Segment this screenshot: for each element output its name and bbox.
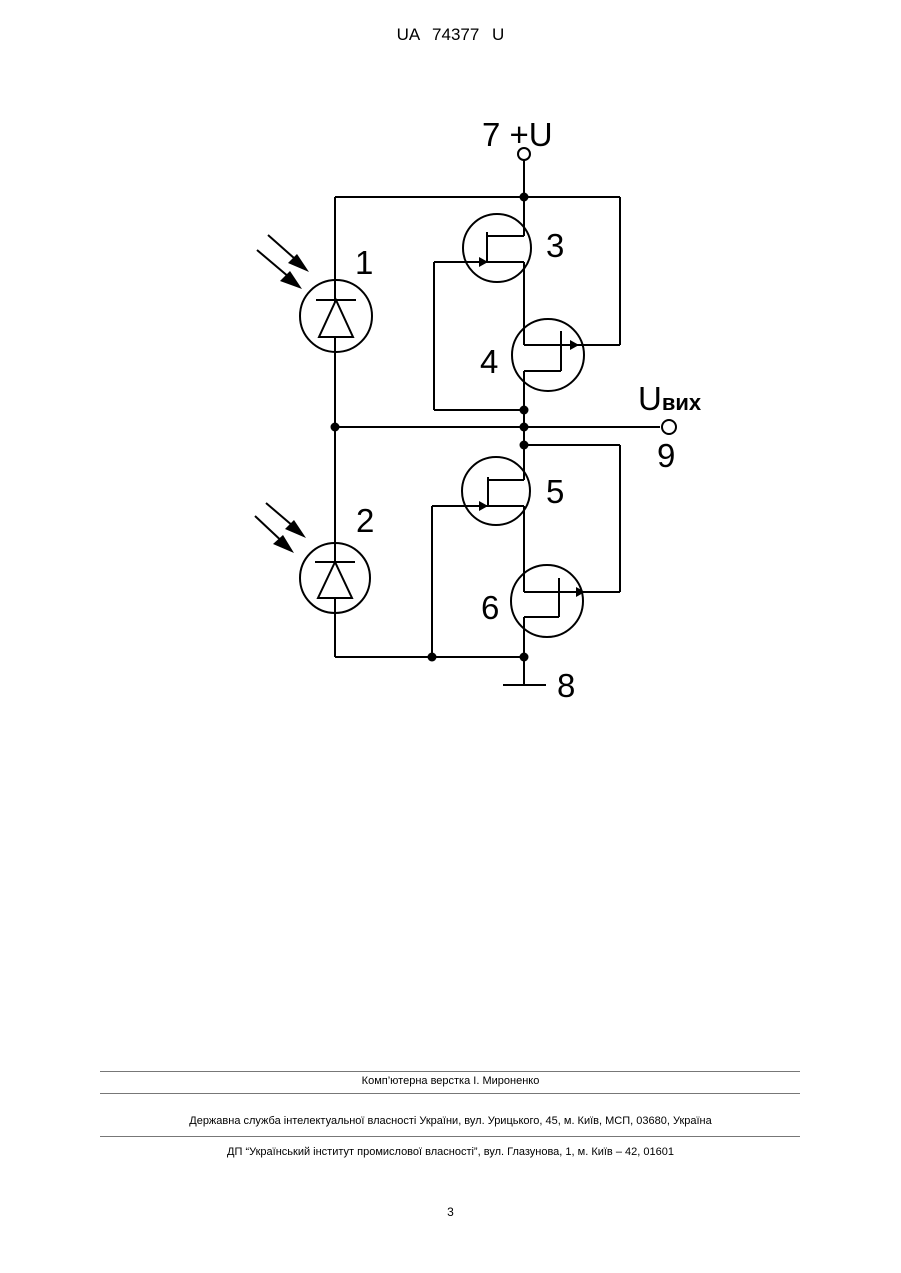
agency-line: Державна служба інтелектуальної власност… [0, 1115, 901, 1127]
transistor-3-symbol [463, 214, 531, 282]
supply-label: 7 +U [482, 116, 553, 153]
footer-divider [100, 1093, 800, 1094]
transistor-4-label: 4 [480, 343, 498, 380]
circuit-diagram: 7 +U 1 3 4 Uвих 9 5 2 6 8 [0, 0, 901, 760]
transistor-5-label: 5 [546, 473, 564, 510]
photodiode-1-label: 1 [355, 244, 373, 281]
output-label: Uвих [638, 380, 702, 417]
transistor-3-label: 3 [546, 227, 564, 264]
ground-label: 8 [557, 667, 575, 704]
transistor-6-label: 6 [481, 589, 499, 626]
transistor-6-symbol [511, 565, 583, 637]
output-node-label: 9 [657, 437, 675, 474]
page-number: 3 [0, 1205, 901, 1219]
photodiode-2-label: 2 [356, 502, 374, 539]
transistor-5-symbol [462, 457, 530, 525]
footer-divider [100, 1136, 800, 1137]
publisher-line: ДП “Український інститут промислової вла… [0, 1146, 901, 1158]
output-label-main: U [638, 380, 662, 417]
output-label-sub: вих [662, 390, 702, 415]
transistor-4-symbol [512, 319, 584, 391]
layout-credit: Комп’ютерна верстка І. Мироненко [0, 1075, 901, 1087]
footer-divider [100, 1071, 800, 1072]
